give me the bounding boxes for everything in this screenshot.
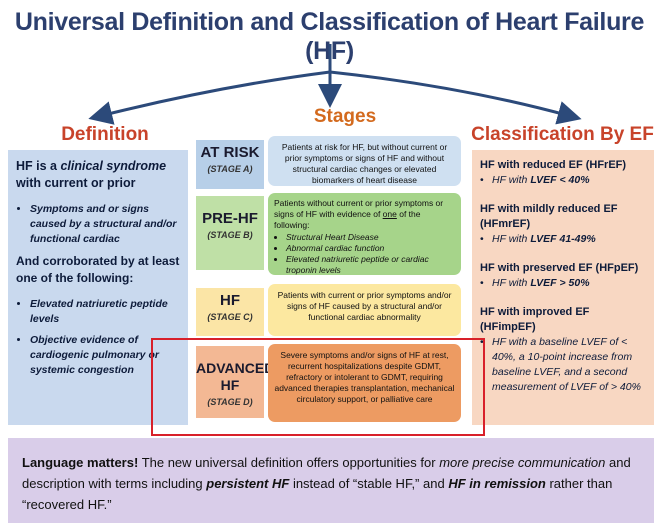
list-item: Abnormal cardiac function xyxy=(286,243,455,254)
stage-a-name: AT RISK xyxy=(200,144,260,161)
stage-b-label: PRE-HF (STAGE B) xyxy=(196,196,264,270)
definition-list-1: Symptoms and or signs caused by a struct… xyxy=(16,202,180,247)
stage-a-description: Patients at risk for HF, but without cur… xyxy=(268,136,461,186)
stage-d-name-2: HF xyxy=(220,377,240,393)
classification-hfref: HF with reduced EF (HFrEF) HF with LVEF … xyxy=(480,158,646,188)
stage-c-name: HF xyxy=(220,292,240,309)
stage-d-sub: (STAGE D) xyxy=(207,397,253,407)
list-item: Elevated natriuretic peptide or cardiac … xyxy=(286,254,455,276)
arrow-left xyxy=(88,70,331,125)
page-title: Universal Definition and Classification … xyxy=(14,8,645,65)
classification-heading: Classification By EF xyxy=(471,124,654,145)
stage-c-sub: (STAGE C) xyxy=(207,312,253,322)
classification-hfmref: HF with mildly reduced EF (HFmrEF) HF wi… xyxy=(480,202,646,247)
stages-heading: Stages xyxy=(313,106,377,127)
definition-heading: Definition xyxy=(61,124,149,145)
highlight-box xyxy=(151,338,485,436)
list-item: Symptoms and or signs caused by a struct… xyxy=(30,202,180,247)
stage-c-label: HF (STAGE C) xyxy=(196,288,264,336)
stage-b-sub: (STAGE B) xyxy=(207,230,253,240)
definition-panel: HF is a clinical syndrome with current o… xyxy=(8,150,188,425)
classification-panel: HF with reduced EF (HFrEF) HF with LVEF … xyxy=(472,150,654,425)
definition-list-2: Elevated natriuretic peptide levels Obje… xyxy=(16,297,180,378)
language-banner: Language matters! The new universal defi… xyxy=(8,438,654,523)
list-item: Elevated natriuretic peptide levels xyxy=(30,297,180,327)
stage-d-label: ADVANCED HF (STAGE D) xyxy=(196,346,275,418)
definition-intro: HF is a clinical syndrome with current o… xyxy=(16,159,167,190)
banner-lead: Language matters! xyxy=(22,455,139,470)
classification-hfimpef: HF with improved EF (HFimpEF) HF with a … xyxy=(480,305,646,395)
stage-d-name-1: ADVANCED xyxy=(196,360,275,376)
stage-c-description: Patients with current or prior symptoms … xyxy=(268,284,461,336)
classification-hfpef: HF with preserved EF (HFpEF) HF with LVE… xyxy=(480,261,646,291)
branch-arrows xyxy=(88,44,582,125)
arrow-right xyxy=(329,70,582,125)
stage-a-label: AT RISK (STAGE A) xyxy=(196,140,264,189)
list-item: Structural Heart Disease xyxy=(286,232,455,243)
list-item: Objective evidence of cardiogenic pulmon… xyxy=(30,333,180,378)
stage-a-sub: (STAGE A) xyxy=(207,164,253,174)
stage-d-description: Severe symptoms and/or signs of HF at re… xyxy=(268,344,461,422)
stage-b-list: Structural Heart Disease Abnormal cardia… xyxy=(274,232,455,276)
definition-corroborated: And corroborated by at least one of the … xyxy=(16,254,180,285)
stage-b-description: Patients without current or prior sympto… xyxy=(268,193,461,275)
stage-b-name: PRE-HF xyxy=(202,210,258,227)
